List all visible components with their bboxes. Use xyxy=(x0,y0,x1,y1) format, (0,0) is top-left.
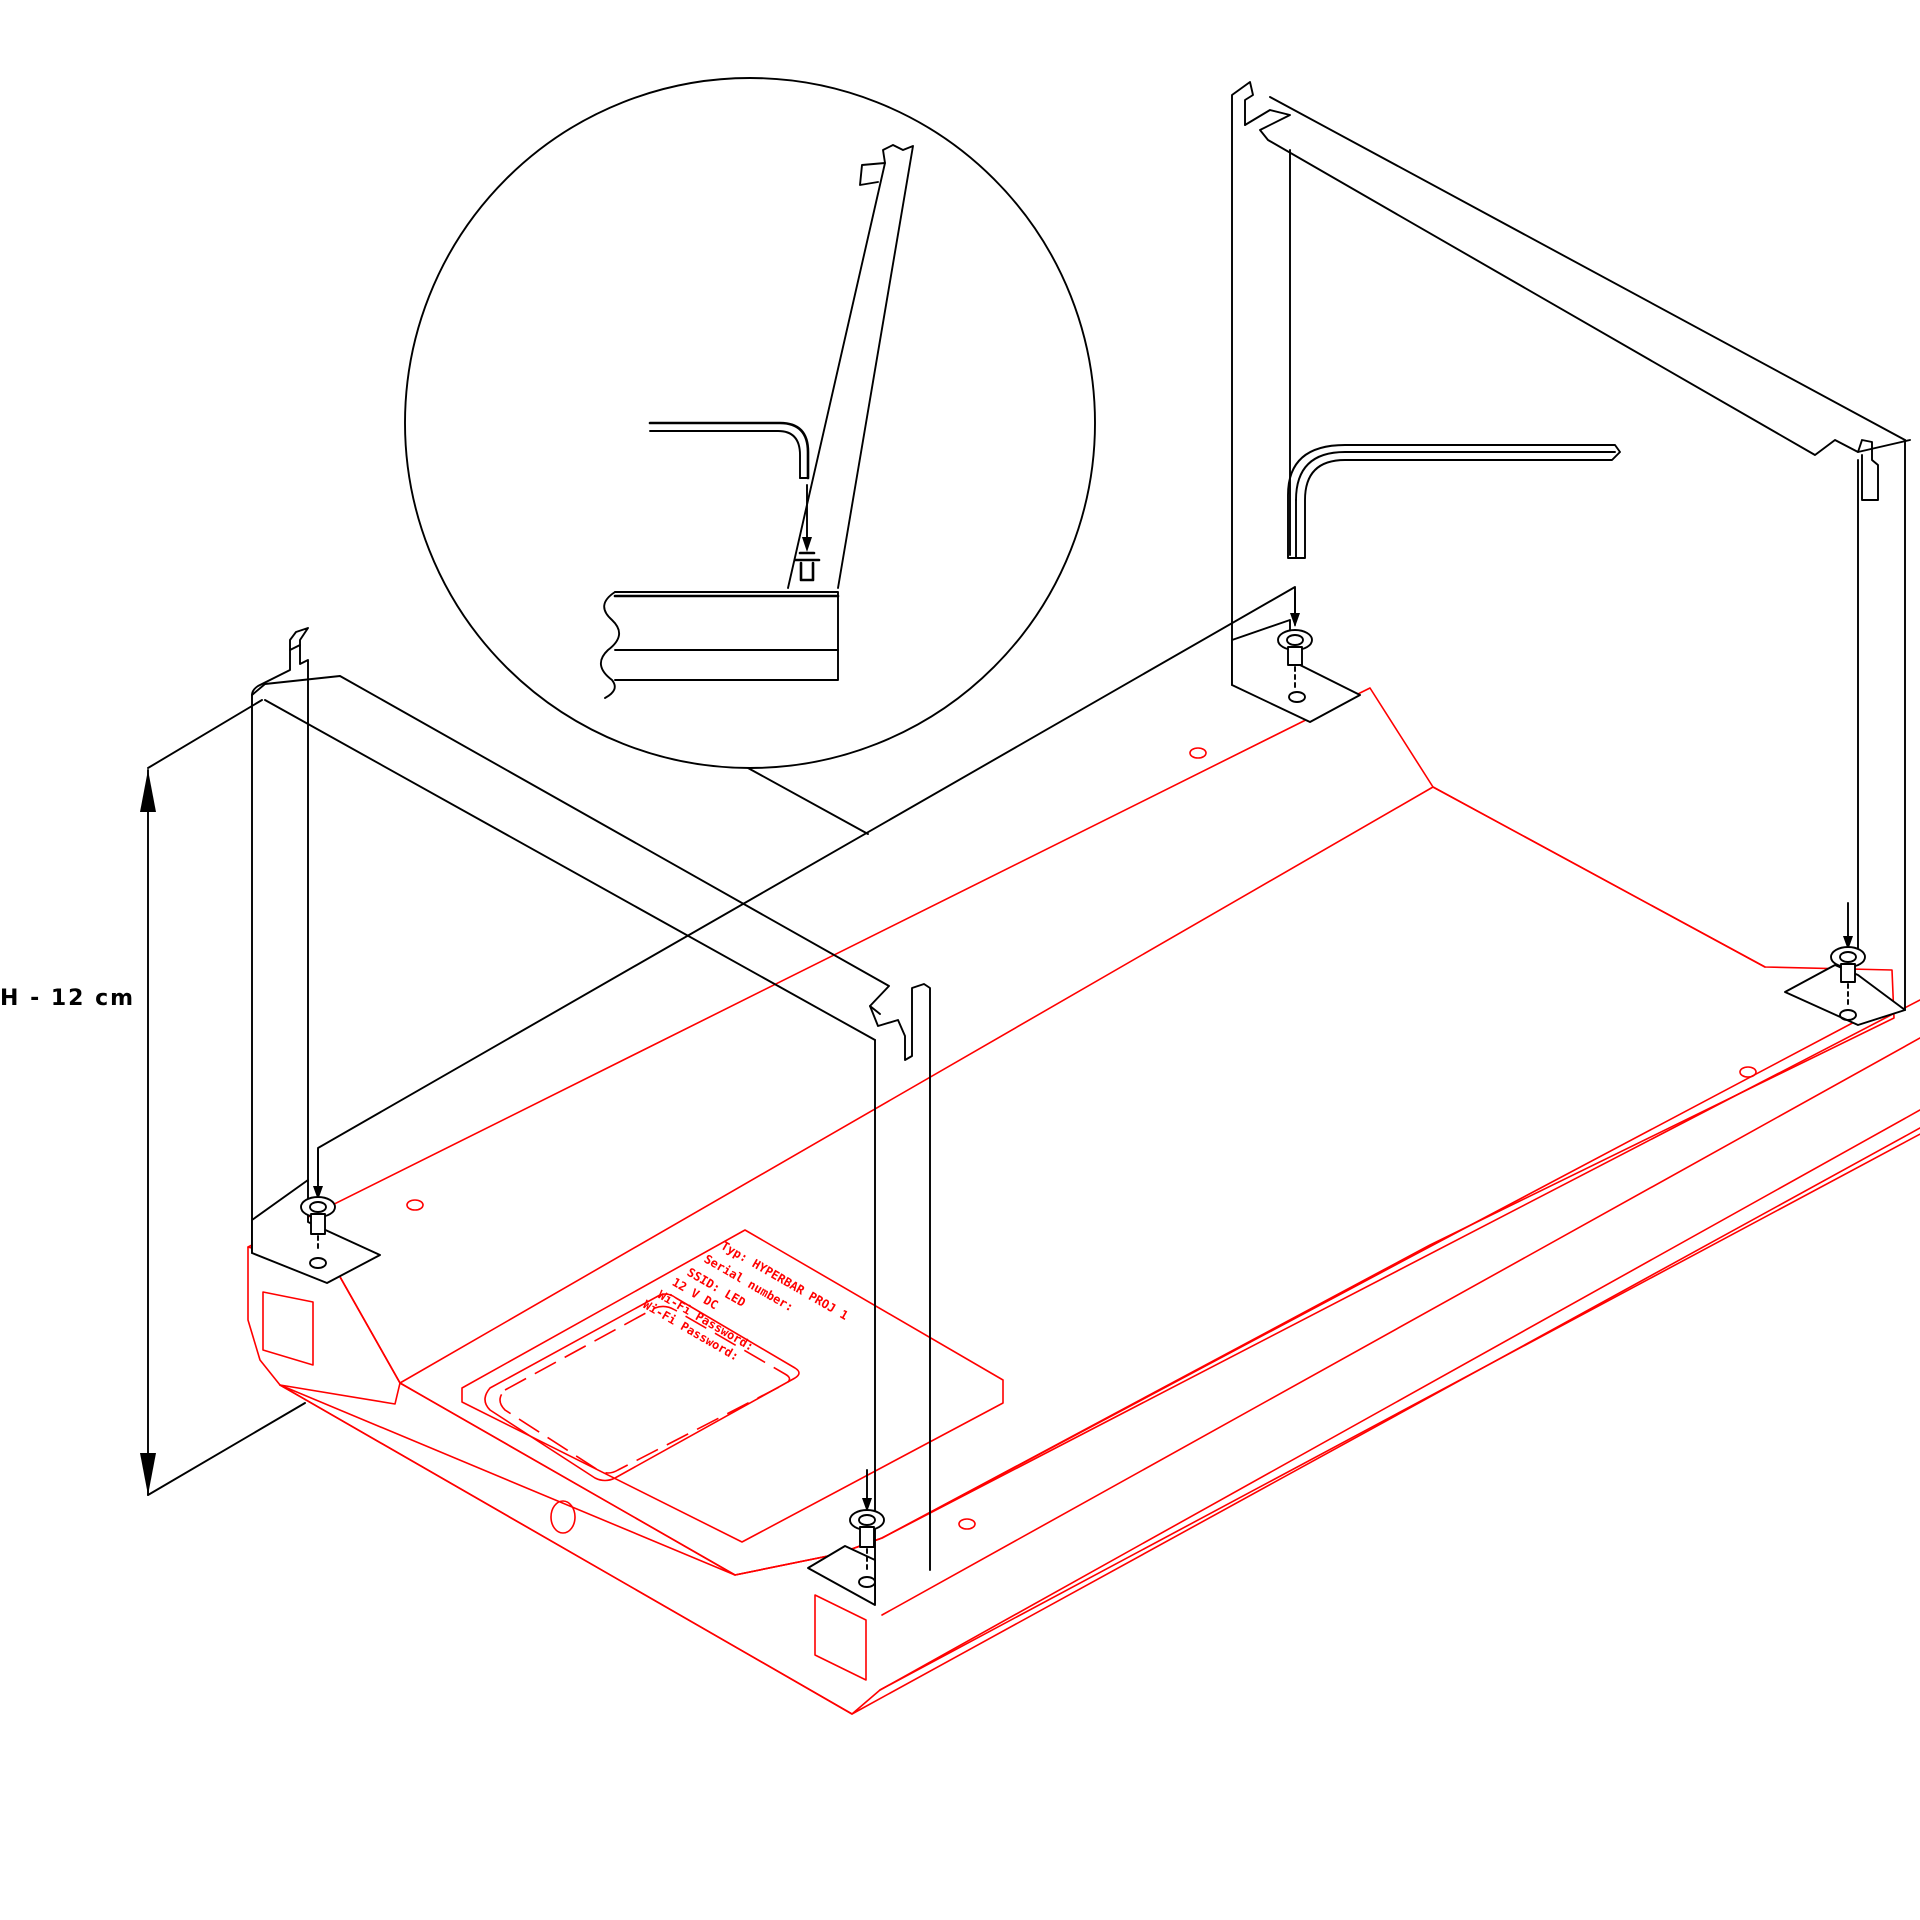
base-socket xyxy=(550,1500,576,1534)
left-bracket-top-rail xyxy=(251,675,890,1015)
screw-left-back xyxy=(300,1149,336,1249)
dimension-label: H - 12 cm xyxy=(0,986,135,1011)
right-bracket-top-rail xyxy=(1244,109,1911,456)
left-bracket-foot-front xyxy=(807,1545,876,1606)
screws xyxy=(300,591,1866,1573)
base-end-window-left xyxy=(262,1291,314,1366)
right-bracket-rail-top-edge xyxy=(1269,96,1906,441)
dimension-extension-top xyxy=(147,699,263,769)
dimension-extension-bottom xyxy=(147,1402,306,1496)
right-foot-hole-front xyxy=(1839,1009,1857,1021)
dimension-arrow-top xyxy=(140,770,156,812)
detail-break-line xyxy=(600,591,620,699)
detail-hex-key xyxy=(648,421,810,480)
rating-plate-inner xyxy=(484,1293,800,1482)
base-chamfer-line-2 xyxy=(879,1109,1920,1691)
screw-right-back xyxy=(1277,591,1313,689)
base-hole-1 xyxy=(406,1199,424,1211)
base-unit: Typ: HYPERBAR PROJ 1 Serial number: SSID… xyxy=(247,687,1920,1715)
base-front-face xyxy=(279,999,1920,1715)
base-hole-3 xyxy=(1739,1066,1757,1078)
left-foot-hole-front xyxy=(858,1576,876,1588)
detail-base-section xyxy=(614,591,839,681)
hex-key-body xyxy=(1287,444,1621,559)
hex-key-tool xyxy=(1287,444,1621,559)
detail-bracket-hook xyxy=(859,162,886,186)
base-hole-2 xyxy=(1189,747,1207,759)
right-bracket-front-leg xyxy=(1857,439,1879,501)
right-bracket xyxy=(1231,81,1911,1026)
left-foot-hole-back xyxy=(309,1257,327,1269)
detail-screw xyxy=(793,551,821,582)
detail-leader-line xyxy=(747,767,869,835)
left-bracket xyxy=(251,627,931,1606)
base-inner-back-rim xyxy=(399,786,1766,1384)
rating-plate-outline xyxy=(461,1229,1004,1543)
detail-magnifier xyxy=(404,77,1096,835)
left-bracket-front-leg xyxy=(869,983,931,1571)
rating-plate-text-block: Typ: HYPERBAR PROJ 1 Serial number: SSID… xyxy=(641,1238,851,1363)
base-chamfer-line-1 xyxy=(881,1037,1920,1616)
screw-left-front xyxy=(849,1469,885,1573)
screw-right-front xyxy=(1830,902,1866,1006)
base-end-window-right xyxy=(814,1594,867,1681)
base-bottom-edge xyxy=(279,1127,1920,1715)
right-foot-hole-back xyxy=(1288,691,1306,703)
right-bracket-back-leg xyxy=(1231,81,1254,686)
rating-plate-dashed-area xyxy=(499,1305,791,1474)
height-dimension: H - 12 cm xyxy=(0,699,306,1496)
left-bracket-rail-edge xyxy=(264,699,876,1041)
dimension-arrow-bottom xyxy=(140,1453,156,1495)
base-inner-rim xyxy=(334,1018,1861,1576)
base-hole-4 xyxy=(958,1518,976,1530)
left-bracket-back-leg xyxy=(251,627,309,1181)
